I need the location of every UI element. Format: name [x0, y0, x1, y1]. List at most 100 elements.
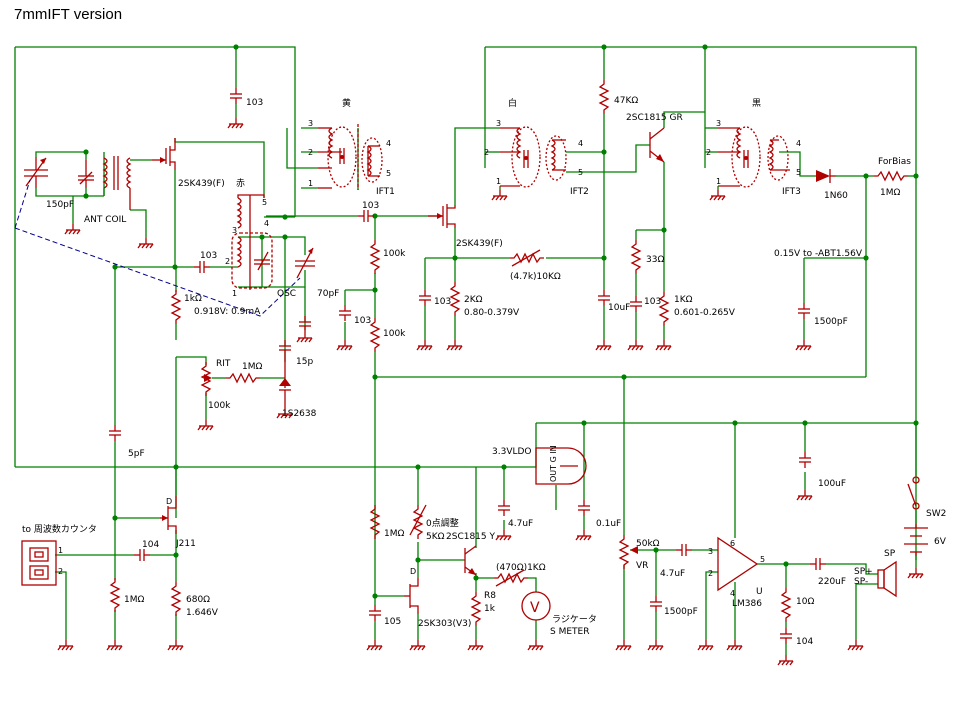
ift3-black — [718, 126, 790, 188]
resistor-100k-b — [370, 317, 380, 353]
label-r10: 10Ω — [796, 597, 814, 607]
fet-2sk439-1 — [152, 138, 176, 170]
label-c10uf: 10uF — [608, 303, 630, 313]
label-ift2-pin1: 1 — [496, 177, 501, 186]
label-ift3-pin3: 3 — [716, 119, 721, 128]
label-c100uf: 100uF — [818, 479, 846, 489]
label-c103-osc: 103 — [200, 251, 217, 261]
label-sp: SP — [884, 549, 896, 559]
label-ldo-mark: OUT G IN — [549, 445, 558, 482]
label-ift2-pin3: 3 — [496, 119, 501, 128]
label-ift3-pin5: 5 — [796, 168, 801, 177]
label-rit: RIT — [216, 359, 231, 369]
label-c220uf: 220uF — [818, 577, 846, 587]
label-c104-b: 104 — [796, 637, 813, 647]
ldo-regulator — [535, 447, 587, 485]
capacitor-103-mix — [357, 209, 375, 223]
resistor-1meg-fb — [873, 171, 909, 181]
label-vr: VR — [636, 561, 648, 571]
label-j211-d: D — [166, 497, 172, 506]
label-r2k: 2KΩ — [464, 295, 483, 305]
ift1-yellow — [318, 124, 383, 190]
varicap-1s2638 — [276, 356, 293, 419]
fet-j211 — [160, 496, 177, 534]
gang-link — [14, 179, 31, 229]
label-ift1-pin3: 3 — [308, 119, 313, 128]
label-meter1: ラジケータ — [552, 614, 597, 625]
speaker — [877, 560, 897, 598]
label-c103-fet2: 103 — [434, 297, 451, 307]
label-c103-top: 103 — [246, 98, 263, 108]
label-r33: 33Ω — [646, 255, 664, 265]
label-fet2: 2SK439(F) — [456, 239, 503, 249]
label-r8: R8 — [484, 591, 496, 601]
label-c105: 105 — [384, 617, 401, 627]
label-pin2: 2 — [225, 257, 230, 266]
label-r1meg-j: 1MΩ — [124, 595, 144, 605]
label-c103-mid: 103 — [354, 316, 371, 326]
page-title: 7mmIFT version — [14, 6, 123, 23]
label-pin3: 3 — [232, 226, 237, 235]
label-c104: 104 — [142, 540, 159, 550]
label-fet-sk303: 2SK303(V3) — [418, 619, 471, 629]
label-fet1: 2SK439(F) — [178, 179, 225, 189]
label-counter-pin2: 2 — [58, 567, 63, 576]
switch-sw2 — [907, 476, 920, 510]
label-c47uf-b: 4.7uF — [660, 569, 685, 579]
label-sw2: SW2 — [926, 509, 946, 519]
label-c01uf: 0.1uF — [596, 519, 621, 529]
label-r100k-b: 100k — [383, 329, 406, 339]
transistor-2sc1815y — [464, 545, 477, 576]
label-ift2: IFT2 — [570, 187, 589, 197]
label-v-fet2: 0.80-0.379V — [464, 308, 520, 318]
label-sp-minus: SP- — [854, 577, 868, 587]
label-lm386: LM386 — [732, 599, 762, 609]
label-tr1: 2SC1815 GR — [626, 113, 683, 123]
capacitor-104 — [133, 548, 151, 562]
label-ift1-pin2: 2 — [308, 148, 313, 157]
label-ift1-pin4: 4 — [386, 139, 391, 148]
label-lm386-pin3: 3 — [708, 547, 713, 556]
resistor-10 — [781, 587, 791, 623]
label-lm386-pin4: 4 — [730, 589, 735, 598]
label-ift3-pin2: 2 — [706, 148, 711, 157]
label-r50k: 50kΩ — [636, 539, 660, 549]
variable-capacitor-osc — [295, 247, 315, 279]
counter-connector — [21, 540, 57, 586]
label-r100k-rit: 100k — [208, 401, 231, 411]
trimmer-10k — [509, 249, 545, 267]
label-zero-adj: 0点調整 — [426, 517, 459, 529]
components: V — [14, 79, 928, 666]
label-shiro: 白 — [508, 97, 517, 109]
capacitor-5pf — [108, 424, 122, 442]
label-ift2-pin2: 2 — [484, 148, 489, 157]
label-forbias: ForBias — [878, 157, 911, 167]
label-c47uf: 4.7uF — [508, 519, 533, 529]
label-c15p: 15p — [296, 357, 313, 367]
resistor-1meg-rit — [225, 373, 261, 383]
label-c103-mix: 103 — [362, 201, 379, 211]
label-c70pf: 70pF — [317, 289, 339, 299]
label-tr2: 2SC1815 Y — [446, 532, 495, 542]
label-r1meg-fb: 1MΩ — [880, 188, 900, 198]
osc-coil — [231, 194, 273, 290]
transistor-2sc1815gr — [649, 127, 665, 163]
label-r47k: 47KΩ — [614, 96, 638, 106]
label-to-counter: to 周波数カウンタ — [22, 523, 97, 535]
label-lm386-pin6: 6 — [730, 539, 735, 548]
label-r680: 680Ω — [186, 595, 210, 605]
label-u: U — [756, 587, 763, 597]
capacitor-4p7uf-b — [675, 543, 693, 557]
label-kuro: 黒 — [752, 98, 761, 109]
fet-2sk303 — [404, 578, 419, 614]
label-r1k-tr: 1KΩ — [674, 295, 693, 305]
label-ift1: IFT1 — [376, 187, 395, 197]
variable-capacitor-ant — [24, 157, 48, 188]
label-c150pf: 150pF — [46, 200, 74, 210]
label-lm386-pin5: 5 — [760, 555, 765, 564]
label-r8v: 1k — [484, 604, 496, 614]
resistor-470 — [493, 569, 529, 587]
label-osc: OSC — [277, 289, 296, 299]
label-aka: 赤 — [236, 178, 245, 189]
pot-5k — [409, 504, 427, 540]
